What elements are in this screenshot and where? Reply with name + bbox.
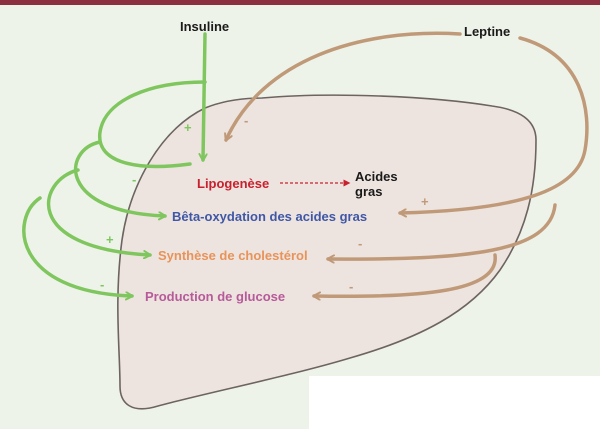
liver-shape (117, 94, 537, 410)
top-border-bar (0, 0, 600, 5)
insuline-label: Insuline (180, 19, 229, 34)
leptine-cholesterol-sign: - (358, 236, 362, 251)
leptine-arrow-beta (398, 36, 589, 213)
insuline-lipogenese-sign: + (184, 120, 192, 135)
insuline-arrow-cholesterol (46, 168, 152, 255)
blank-corner-area (309, 376, 600, 429)
insuline-arrow-glucose (22, 196, 134, 296)
leptine-lipogenese-sign: - (244, 113, 248, 128)
beta-oxydation-label: Bêta-oxydation des acides gras (172, 209, 367, 224)
insuline-arrow-beta (73, 140, 167, 216)
leptine-arrow-glucose (312, 253, 497, 296)
leptine-glucose-sign: - (349, 279, 353, 294)
cholesterol-synthesis-label: Synthèse de cholestérol (158, 248, 308, 263)
leptine-beta-sign: + (421, 194, 429, 209)
insuline-beta-sign: - (132, 172, 136, 187)
leptine-label: Leptine (464, 24, 510, 39)
insuline-arrow-branch (98, 80, 207, 169)
acides-gras-label-line2: gras (355, 184, 382, 199)
glucose-production-label: Production de glucose (145, 289, 285, 304)
insuline-cholesterol-sign: + (106, 232, 114, 247)
lipogenese-label: Lipogenèse (197, 176, 269, 191)
insuline-glucose-sign: - (100, 277, 104, 292)
acides-gras-label-line1: Acides (355, 169, 398, 184)
leptine-arrow-cholesterol (326, 203, 557, 259)
leptine-arrow-lipogenese (226, 31, 462, 142)
insuline-arrow-lipogenese (203, 32, 205, 162)
